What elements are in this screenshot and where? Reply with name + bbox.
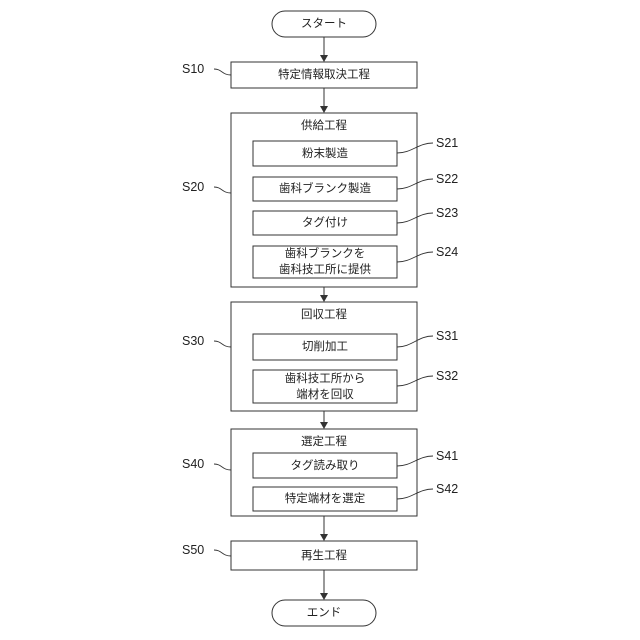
step-s21-label: 粉末製造 xyxy=(253,141,397,166)
step-s40-label: 選定工程 xyxy=(231,432,417,452)
step-s31-id: S31 xyxy=(436,327,476,345)
step-s20-label: 供給工程 xyxy=(231,116,417,136)
step-s20-id: S20 xyxy=(182,178,222,196)
step-s30-label: 回収工程 xyxy=(231,305,417,325)
step-s24-line1: 歯科ブランクを xyxy=(285,246,366,262)
step-s24-label: 歯科ブランクを 歯科技工所に提供 xyxy=(253,246,397,278)
step-s10-id: S10 xyxy=(182,60,222,78)
step-s21-id: S21 xyxy=(436,134,476,152)
start-terminal: スタート xyxy=(272,11,376,37)
step-s32-line1: 歯科技工所から xyxy=(285,371,366,387)
step-s50-label: 再生工程 xyxy=(231,541,417,570)
step-s31-label: 切削加工 xyxy=(253,334,397,360)
step-s23-label: タグ付け xyxy=(253,211,397,235)
step-s32-line2: 端材を回収 xyxy=(296,387,354,403)
step-s42-id: S42 xyxy=(436,480,476,498)
step-s30-id: S30 xyxy=(182,332,222,350)
step-s42-label: 特定端材を選定 xyxy=(253,487,397,511)
step-s41-label: タグ読み取り xyxy=(253,453,397,478)
step-s32-label: 歯科技工所から 端材を回収 xyxy=(253,370,397,403)
step-s22-id: S22 xyxy=(436,170,476,188)
step-s32-id: S32 xyxy=(436,367,476,385)
step-s41-id: S41 xyxy=(436,447,476,465)
step-s24-line2: 歯科技工所に提供 xyxy=(279,262,371,278)
step-s23-id: S23 xyxy=(436,204,476,222)
end-terminal: エンド xyxy=(272,600,376,626)
step-s10-label: 特定情報取決工程 xyxy=(231,62,417,88)
step-s50-id: S50 xyxy=(182,541,222,559)
step-s40-id: S40 xyxy=(182,455,222,473)
step-s22-label: 歯科ブランク製造 xyxy=(253,177,397,201)
step-s24-id: S24 xyxy=(436,243,476,261)
